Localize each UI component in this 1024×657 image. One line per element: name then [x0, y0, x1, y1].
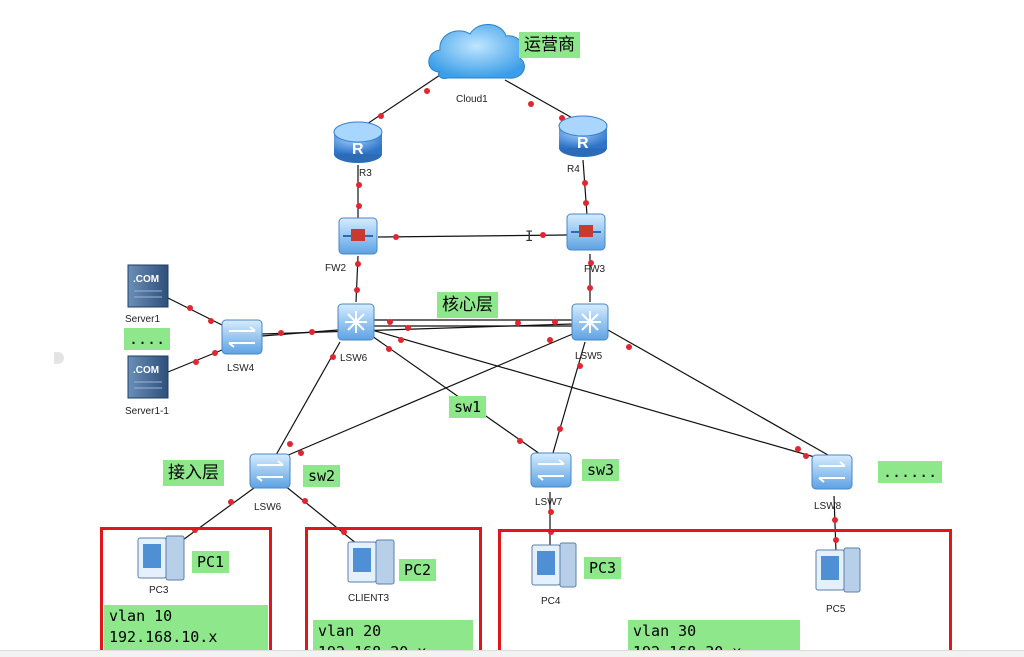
label-cloud1: Cloud1 — [456, 94, 488, 105]
label-client3: CLIENT3 — [348, 593, 390, 604]
sw1-label: sw1 — [449, 396, 487, 418]
firewall-icon[interactable] — [338, 217, 378, 255]
sw2-label: sw2 — [303, 465, 341, 487]
vlan30-id: vlan 30 — [633, 622, 697, 640]
label-r3: R3 — [359, 168, 372, 179]
pc-icon[interactable] — [137, 535, 185, 581]
link-lsw5-lsw8 — [607, 329, 829, 456]
svg-text:.COM: .COM — [133, 274, 159, 285]
pc-icon[interactable] — [347, 539, 395, 585]
pc2-label: PC2 — [399, 559, 437, 581]
cloud-icon[interactable] — [428, 24, 525, 79]
pc3-label: PC3 — [584, 557, 622, 579]
panel-collapse-handle[interactable] — [54, 352, 64, 364]
label-pc5: PC5 — [826, 604, 846, 615]
server-more-label: .... — [124, 328, 171, 350]
pc1-label: PC1 — [192, 551, 230, 573]
link-accsw6-pc3 — [175, 484, 259, 546]
switch-icon[interactable] — [811, 454, 853, 490]
svg-text:R: R — [577, 135, 589, 152]
server-icon[interactable]: .COM — [127, 355, 169, 399]
link-cloud1-r4 — [504, 79, 584, 125]
link-lsw6-accsw6 — [275, 341, 341, 456]
svg-text:.COM: .COM — [133, 365, 159, 376]
router-icon[interactable]: R — [333, 121, 383, 163]
sw3-label: sw3 — [582, 459, 620, 481]
router-icon[interactable]: R — [558, 115, 608, 157]
vlan20-id: vlan 20 — [318, 622, 382, 640]
link-endpoint-dots — [187, 88, 839, 543]
access-more-label: ...... — [878, 461, 943, 483]
switch-icon[interactable] — [221, 319, 263, 355]
pc-icon[interactable] — [531, 542, 577, 588]
label-lsw5: LSW5 — [575, 351, 603, 362]
vlan20-label: vlan 20 192.168.20.x — [313, 620, 473, 652]
label-r4: R4 — [567, 164, 580, 175]
core-switch-icon[interactable] — [337, 303, 375, 341]
link-fw2-fw3 — [377, 234, 568, 238]
label-pc4: PC4 — [541, 596, 561, 607]
vlan20-net: 192.168.20.x — [318, 643, 427, 652]
label-pc3: PC3 — [149, 585, 169, 596]
label-fw3: FW3 — [584, 264, 606, 275]
label-lsw7: LSW7 — [535, 497, 563, 508]
vlan30-label: vlan 30 192.168.30.x — [628, 620, 800, 652]
pc-icon[interactable] — [815, 547, 861, 593]
link-lsw5-lsw7 — [552, 341, 586, 454]
core-switch-icon[interactable] — [571, 303, 609, 341]
firewall-icon[interactable] — [566, 213, 606, 251]
text-cursor-icon: I — [525, 229, 534, 245]
link-lsw6-lsw7 — [371, 335, 541, 455]
switch-icon[interactable] — [530, 452, 572, 488]
label-lsw8: LSW8 — [814, 501, 842, 512]
label-lsw6-core: LSW6 — [340, 353, 368, 364]
link-r4-fw3 — [582, 159, 588, 216]
label-fw2: FW2 — [325, 263, 347, 274]
vlan30-net: 192.168.30.x — [633, 643, 742, 652]
vlan10-label: vlan 10 192.168.10.x — [104, 605, 268, 653]
link-accsw6-client3 — [283, 484, 363, 549]
vlan10-net: 192.168.10.x — [109, 628, 218, 646]
label-server1: Server1 — [125, 314, 160, 325]
link-lsw4-lsw6 — [261, 329, 339, 337]
label-server1-1: Server1-1 — [125, 406, 169, 417]
bottom-scrollbar[interactable] — [0, 650, 1024, 657]
label-lsw6-access: LSW6 — [254, 502, 282, 513]
vlan10-id: vlan 10 — [109, 607, 173, 625]
switch-icon[interactable] — [249, 453, 291, 489]
zone-label-core: 核心层 — [437, 292, 498, 318]
link-lsw5-accsw6 — [285, 332, 576, 457]
server-icon[interactable]: .COM — [127, 264, 169, 308]
zone-label-isp: 运营商 — [519, 32, 580, 58]
link-lsw6-lsw8 — [371, 329, 819, 459]
zone-label-access: 接入层 — [163, 460, 224, 486]
link-cloud1-r3 — [357, 66, 453, 131]
svg-text:R: R — [352, 141, 364, 158]
label-lsw4: LSW4 — [227, 363, 255, 374]
